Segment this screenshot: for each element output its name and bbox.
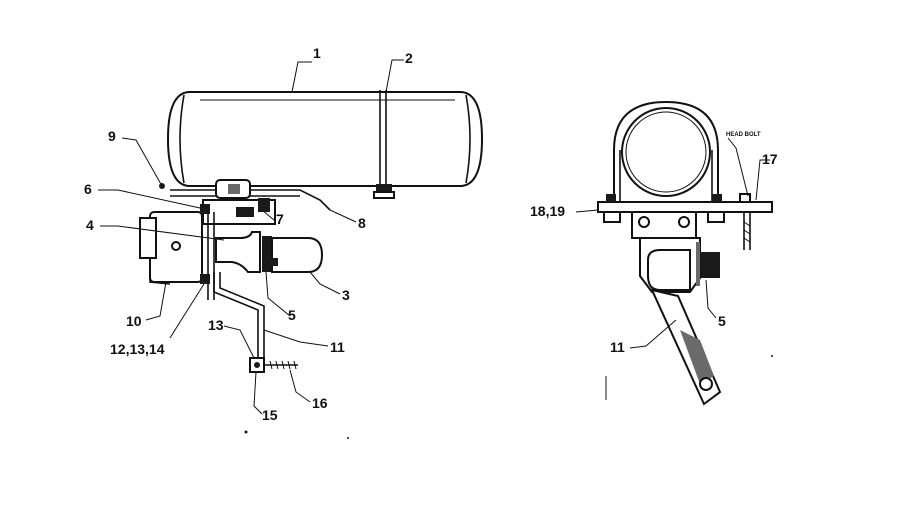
callout-head-bolt: HEAD BOLT xyxy=(726,132,761,138)
callout-1: 1 xyxy=(313,45,321,61)
callout-4: 4 xyxy=(86,217,94,233)
callout-8: 8 xyxy=(358,215,366,231)
tank-end xyxy=(613,100,719,204)
callout-9: 9 xyxy=(108,128,116,144)
callout-13: 13 xyxy=(208,317,224,333)
callout-7: 7 xyxy=(276,211,284,227)
mounting-bolt xyxy=(264,360,298,370)
end-valve-block xyxy=(631,211,720,293)
callout-18-19: 18,19 xyxy=(530,203,565,219)
callout-11-end: 11 xyxy=(610,339,625,355)
valve-head xyxy=(202,179,276,225)
outlet-elbow xyxy=(215,231,324,273)
callouts-left: 1 2 9 6 4 7 8 3 5 10 12,13,14 13 11 15 1… xyxy=(84,45,413,423)
regulator-body xyxy=(139,204,215,300)
callout-15: 15 xyxy=(262,407,278,423)
head-bolt xyxy=(743,212,751,250)
callout-6: 6 xyxy=(84,181,92,197)
callouts-right: HEAD BOLT 17 18,19 5 11 xyxy=(530,132,778,355)
callout-12-13-14: 12,13,14 xyxy=(110,341,165,357)
tank-cylinder xyxy=(166,91,484,187)
callout-5-end: 5 xyxy=(718,313,726,329)
leader-lines-right xyxy=(575,137,770,400)
callout-3: 3 xyxy=(342,287,350,303)
end-base-plate xyxy=(597,193,773,223)
callout-5: 5 xyxy=(288,307,296,323)
end-bracket-arm xyxy=(650,288,722,406)
leader-lines-left xyxy=(98,59,404,415)
tank-strap xyxy=(373,90,395,199)
callout-16: 16 xyxy=(312,395,328,411)
support-bracket xyxy=(213,272,265,373)
scan-specks xyxy=(244,355,773,439)
end-view-assembly: HEAD BOLT 17 18,19 5 11 xyxy=(530,100,778,406)
side-view-assembly: 1 2 9 6 4 7 8 3 5 10 12,13,14 13 11 15 1… xyxy=(84,45,484,423)
callout-2: 2 xyxy=(405,50,413,66)
callout-10: 10 xyxy=(126,313,142,329)
callout-17: 17 xyxy=(762,151,778,167)
callout-11: 11 xyxy=(330,339,345,355)
